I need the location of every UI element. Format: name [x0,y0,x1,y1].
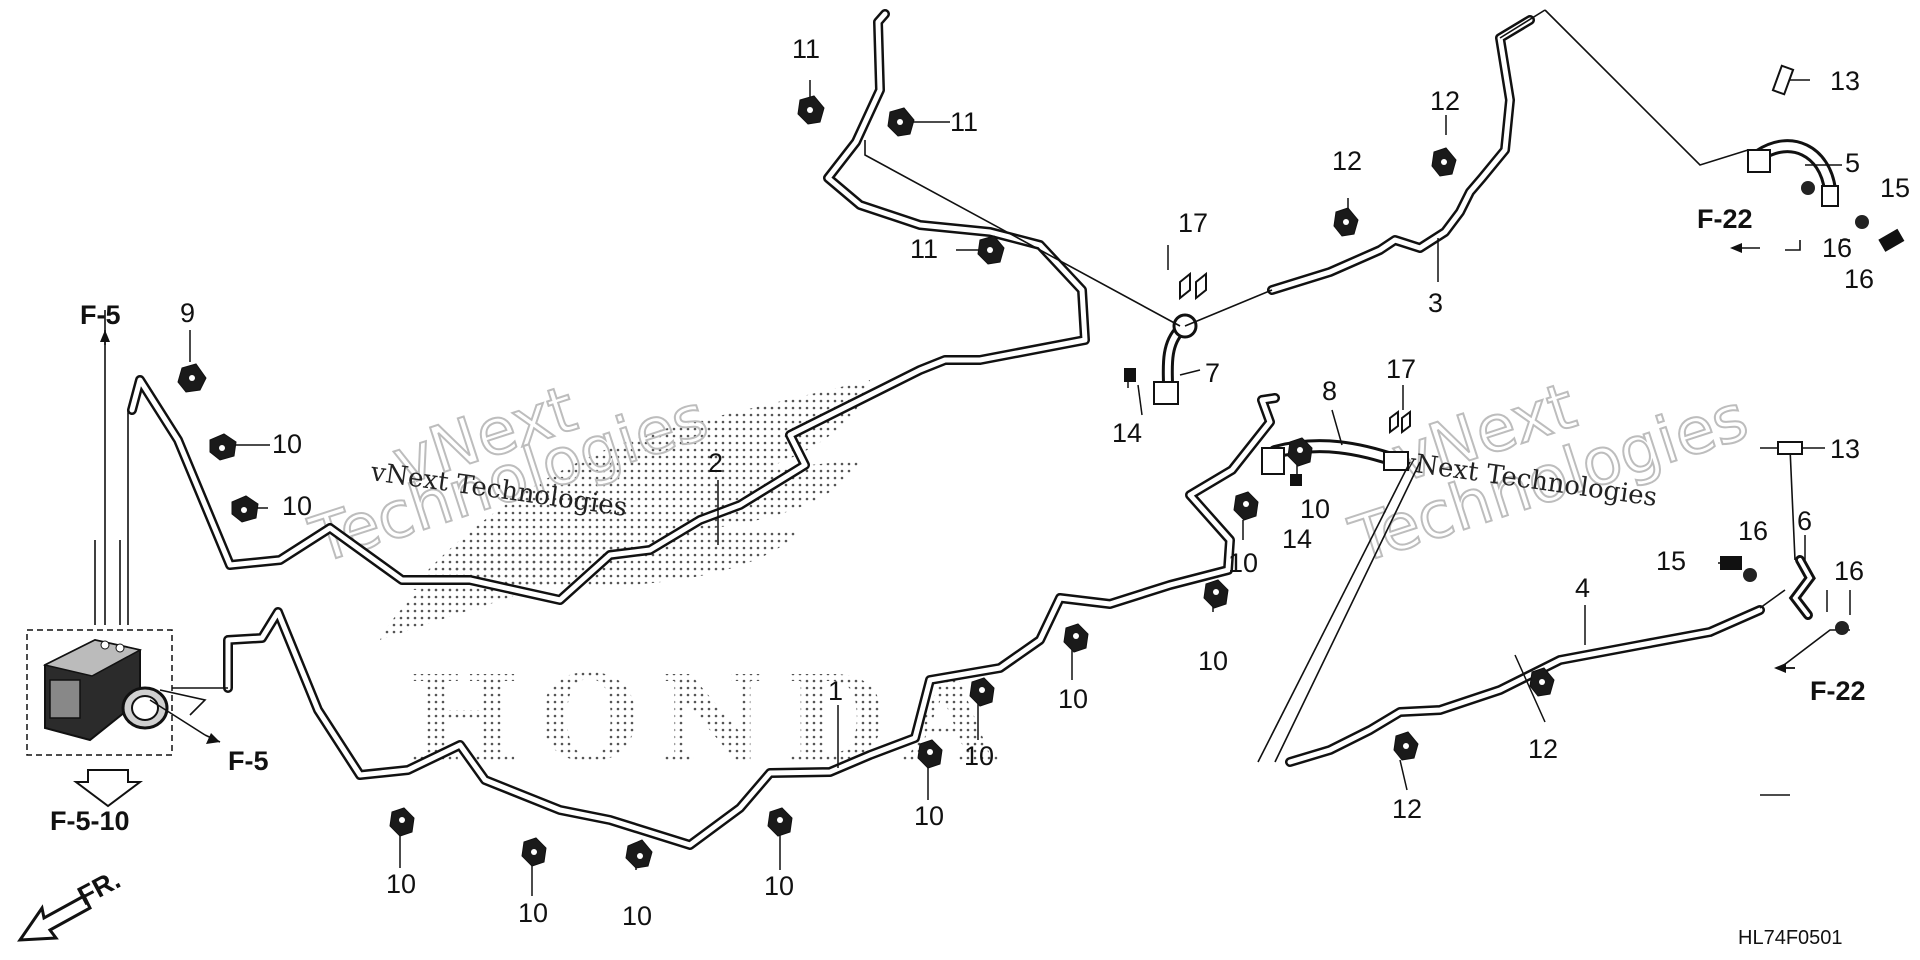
honda-brand-mark: HONDA [408,649,1014,788]
callout-10l: 10 [1300,494,1330,524]
callout-1: 1 [828,676,843,706]
callout-17b: 17 [1386,354,1416,384]
clip-10f [767,807,793,837]
clip-12c [1529,667,1555,697]
clip-10g [917,739,943,769]
callout-16b: 16 [1844,264,1874,294]
callout-10h: 10 [964,741,994,771]
clip-17b [1389,410,1411,434]
reference-arrows [73,243,1795,808]
washer-16c [1743,568,1757,582]
callout-8: 8 [1322,376,1337,406]
callout-10f: 10 [764,871,794,901]
abs-modulator-unit [26,629,173,756]
clip-17a [1179,271,1207,301]
callout-11c: 11 [910,234,938,264]
callout-2: 2 [708,448,723,478]
bolt-13b [1777,441,1803,455]
callout-7: 7 [1205,358,1220,388]
ref-f22-top: F-22 [1697,204,1753,234]
callout-15b: 15 [1656,546,1686,576]
clip-12a [1333,207,1359,237]
callout-10j: 10 [1198,646,1228,676]
washer-16a [1801,181,1815,195]
clip-10a [209,433,237,461]
clip-10k [1233,491,1259,521]
callout-13a: 13 [1830,66,1860,96]
brake-hose-5 [1747,139,1839,207]
clip-10b [231,495,259,523]
ref-f22-bottom: F-22 [1810,676,1866,706]
callout-13b: 13 [1830,434,1860,464]
callout-14a: 14 [1112,418,1142,448]
brake-pipe-4 [1285,605,1765,767]
clip-10j [1203,579,1229,609]
callout-6: 6 [1797,506,1812,536]
callout-12b: 12 [1430,86,1460,116]
callout-numbers: 1 2 3 4 5 6 7 8 9 10 10 10 10 10 10 10 1… [180,34,1910,931]
clip-11a [797,95,825,125]
bolt-15b [1720,556,1742,570]
callout-10k: 10 [1228,548,1258,578]
callout-12d: 12 [1392,794,1422,824]
clip-10e [625,839,653,869]
clip-10h [969,677,995,707]
reference-labels: F-5 F-5 F-5-10 F-22 F-22 [50,204,1866,836]
callout-10b: 10 [282,491,312,521]
nut-14b [1290,474,1302,486]
callout-16c: 16 [1738,516,1768,546]
callout-11b: 11 [950,107,978,137]
front-direction-arrow: FR. [17,864,125,942]
callout-5: 5 [1845,148,1860,178]
pipe-clips [177,64,1905,869]
guide-lines [94,9,1850,763]
brake-pipe-1 [223,393,1280,850]
ref-f5-top: F-5 [80,300,121,330]
callout-14b: 14 [1282,524,1312,554]
callout-3: 3 [1428,288,1443,318]
brake-hose-7 [1153,313,1198,405]
drawing-code: HL74F0501 [1738,927,1843,949]
callout-10a: 10 [272,429,302,459]
callout-10i: 10 [1058,684,1088,714]
callout-17a: 17 [1178,208,1208,238]
callout-12a: 12 [1332,146,1362,176]
brake-pipe-2 [127,9,1090,605]
clip-10l [1287,437,1313,467]
callout-10e: 10 [622,901,652,931]
callout-10g: 10 [914,801,944,831]
callout-10c: 10 [386,869,416,899]
ref-f5-right: F-5 [228,746,269,776]
callout-10d: 10 [518,898,548,928]
clip-11b [887,107,915,137]
washer-16d [1835,621,1849,635]
callout-11a: 11 [792,34,820,64]
bolt-13a [1771,64,1795,96]
callout-4: 4 [1575,573,1590,603]
nut-14a [1124,368,1136,382]
callout-15a: 15 [1880,173,1910,203]
callout-16d: 16 [1834,556,1864,586]
clip-12b [1431,147,1457,177]
clip-10c [389,807,415,837]
brake-pipe-3 [1267,15,1535,295]
ref-f5-10: F-5-10 [50,806,130,836]
washer-16b [1855,215,1869,229]
callout-9: 9 [180,298,195,328]
bolt-15a [1878,228,1905,252]
clip-11c [977,235,1005,265]
callout-12c: 12 [1528,734,1558,764]
clip-10d [521,837,547,867]
clip-12d [1393,731,1419,761]
callout-16a: 16 [1822,233,1852,263]
brake-joint-6 [1788,555,1816,620]
clip-9 [177,363,207,393]
clip-10i [1063,623,1089,653]
brake-hose-8 [1261,439,1409,475]
